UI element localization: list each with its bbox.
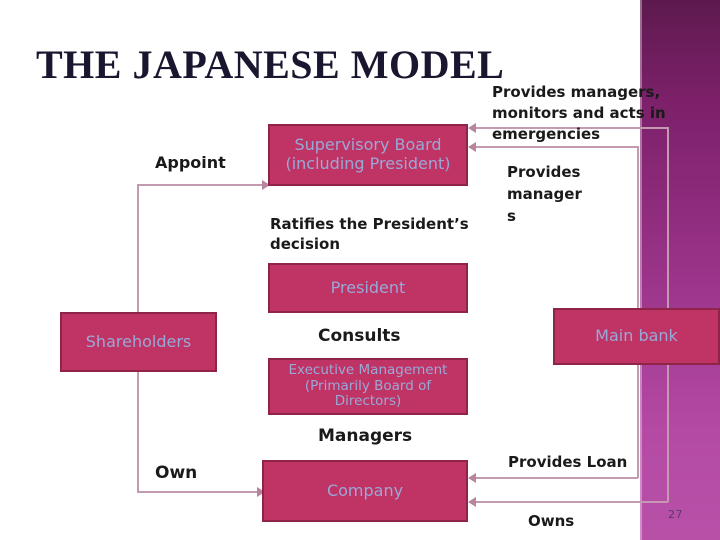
arrowhead-appoint (262, 180, 270, 190)
node-president[interactable]: President (268, 263, 468, 313)
label-managers: Managers (318, 426, 413, 446)
label-appoint: Appoint (155, 153, 226, 172)
connector-own-horizontal (137, 491, 265, 493)
arrowhead-owns (468, 497, 476, 507)
node-main-bank[interactable]: Main bank (553, 308, 720, 365)
node-shareholders[interactable]: Shareholders (60, 312, 217, 372)
node-executive-management[interactable]: Executive Management (Primarily Board of… (268, 358, 468, 415)
connector-owns-horizontal (476, 501, 668, 503)
decorative-side-band (640, 0, 720, 540)
label-owns: Owns (528, 512, 575, 530)
arrowhead-provides-managers (468, 142, 476, 152)
side-band-edge (640, 0, 642, 540)
arrowhead-monitors (468, 123, 476, 133)
label-provides-managers-monitors: Provides managers, monitors and acts in … (492, 83, 666, 143)
arrowhead-provides-loan (468, 473, 476, 483)
node-supervisory-board-label: Supervisory Board (including President) (285, 135, 451, 173)
connector-appoint-vertical (137, 185, 139, 313)
node-shareholders-label: Shareholders (85, 331, 192, 351)
connector-monitors-horizontal (476, 127, 668, 129)
page-title: THE JAPANESE MODEL (36, 42, 505, 87)
label-provides-managers: Provides manager s (507, 163, 582, 225)
node-main-bank-label: Main bank (595, 326, 678, 346)
connector-provides-managers-horizontal (476, 146, 638, 148)
connector-loan-horizontal (476, 477, 638, 479)
slide-number: 27 (668, 508, 683, 521)
label-own: Own (155, 463, 198, 483)
node-president-label: President (330, 277, 406, 297)
connector-mainbank-up-vertical (637, 146, 639, 309)
connector-loan-vertical (637, 364, 639, 478)
label-provides-loan: Provides Loan (508, 453, 628, 471)
node-executive-management-label: Executive Management (Primarily Board of… (288, 361, 448, 410)
label-consults: Consults (318, 326, 401, 346)
arrowhead-own (257, 487, 265, 497)
node-company-label: Company (326, 480, 404, 500)
connector-appoint-horizontal (137, 184, 270, 186)
label-ratifies-president-decision: Ratifies the President’s decision (270, 215, 469, 253)
node-company[interactable]: Company (262, 460, 468, 522)
connector-own-vertical (137, 371, 139, 493)
node-supervisory-board[interactable]: Supervisory Board (including President) (268, 124, 468, 186)
